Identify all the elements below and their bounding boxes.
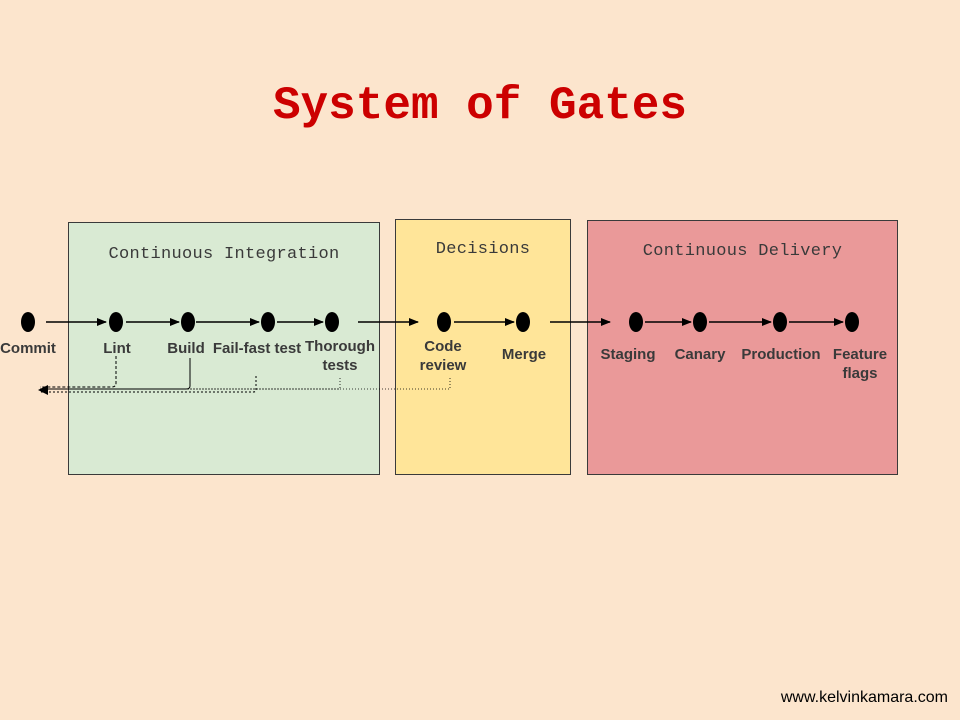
decisions-box: Decisions bbox=[395, 219, 571, 475]
feedback-review bbox=[40, 378, 451, 390]
page-title: System of Gates bbox=[272, 80, 688, 132]
node-failfast bbox=[261, 312, 275, 332]
stage-label-merge: Merge bbox=[501, 346, 547, 363]
stage-label-flags: Feature flags bbox=[832, 346, 888, 382]
continuous-integration-box: Continuous Integration bbox=[68, 222, 380, 475]
node-commit bbox=[21, 312, 35, 332]
stage-label-production: Production bbox=[741, 346, 821, 363]
ci-label: Continuous Integration bbox=[108, 245, 340, 264]
stage-label-commit: Commit bbox=[0, 340, 56, 357]
node-merge bbox=[516, 312, 530, 332]
stage-label-build: Build bbox=[167, 340, 205, 357]
website-link[interactable]: www.kelvinkamara.com bbox=[780, 689, 948, 706]
stage-label-review: Code review bbox=[419, 338, 467, 374]
stage-label-staging: Staging bbox=[600, 346, 656, 363]
stage-label-lint: Lint bbox=[103, 340, 131, 357]
feedback-build bbox=[40, 358, 191, 390]
node-build bbox=[181, 312, 195, 332]
node-lint bbox=[109, 312, 123, 332]
feedback-failfast bbox=[40, 376, 257, 393]
cd-label: Continuous Delivery bbox=[642, 242, 843, 261]
node-staging bbox=[629, 312, 643, 332]
feedback-arrowhead bbox=[38, 385, 48, 395]
stage-label-failfast: Fail-fast test bbox=[212, 340, 302, 357]
node-production bbox=[773, 312, 787, 332]
node-thorough bbox=[325, 312, 339, 332]
node-flags bbox=[845, 312, 859, 332]
decisions-label: Decisions bbox=[435, 240, 531, 259]
stage-label-canary: Canary bbox=[674, 346, 726, 363]
continuous-delivery-box: Continuous Delivery bbox=[587, 220, 898, 475]
node-canary bbox=[693, 312, 707, 332]
node-review bbox=[437, 312, 451, 332]
stage-label-thorough: Thorough tests bbox=[305, 338, 375, 374]
feedback-lint bbox=[40, 356, 117, 388]
